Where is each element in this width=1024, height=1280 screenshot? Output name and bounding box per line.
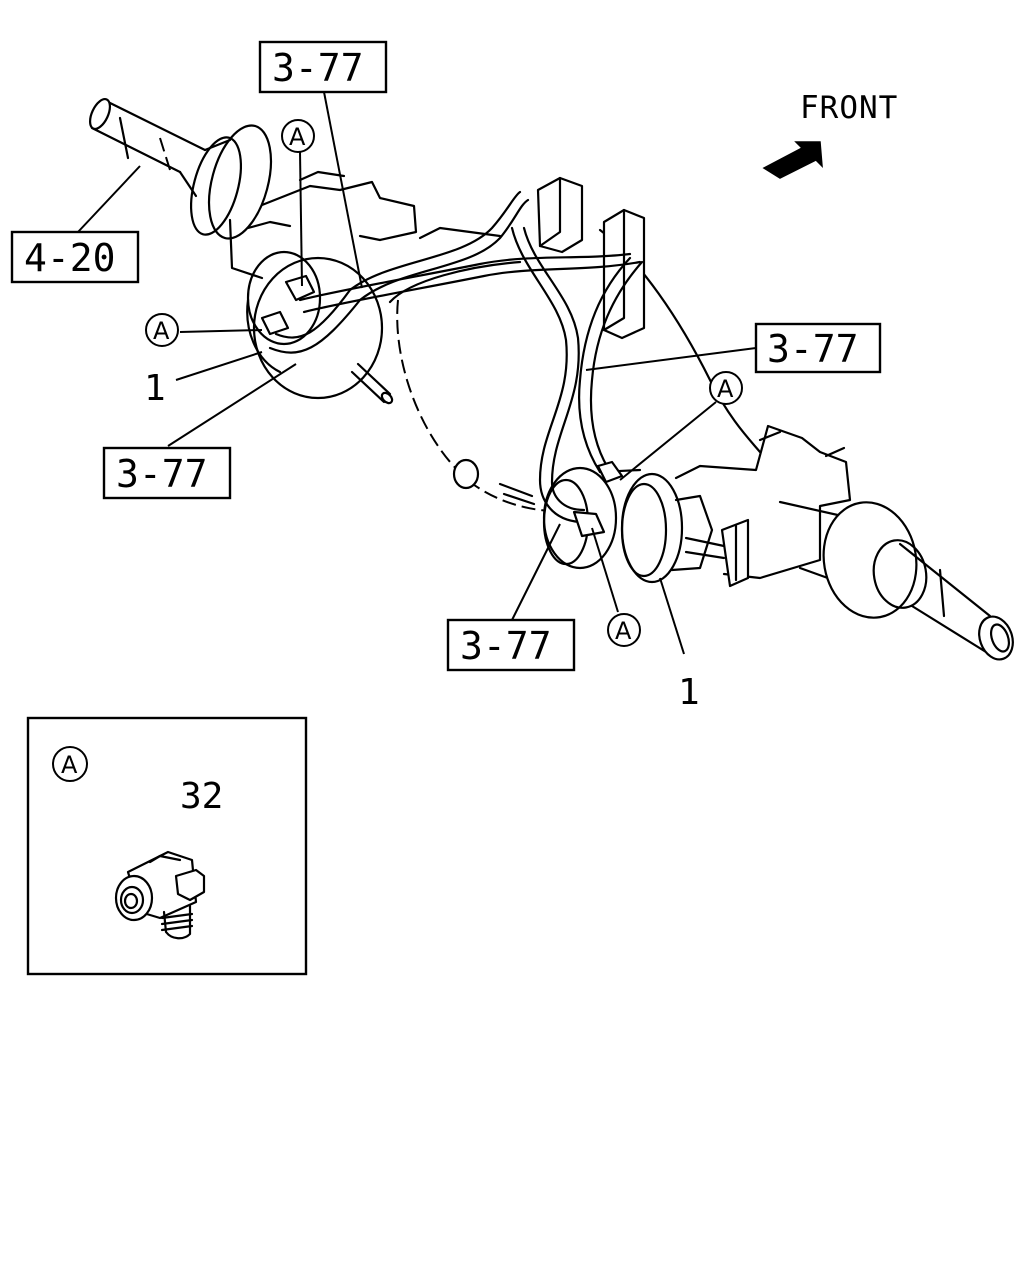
callout-ref-4-20[interactable]: 4-20 [10,230,140,284]
left-axle-shaft [88,98,273,240]
right-axle-housing [498,424,1014,661]
callout-ref-3-77-right[interactable]: 3-77 [754,322,882,374]
part-number-left: 1 [144,368,166,409]
callout-ref-3-77-left[interactable]: 3-77 [102,446,232,500]
callout-ref-3-77-bottom-label: 3-77 [460,624,552,668]
detail-marker-top[interactable]: A [281,119,315,153]
left-axle-housing [228,170,418,405]
part-number-right: 1 [678,672,700,713]
differential-housing [388,176,762,513]
callout-ref-3-77-bottom[interactable]: 3-77 [446,618,576,672]
front-label: FRONT [800,90,898,126]
detail-marker-bottom-label: A [615,617,632,645]
callout-ref-3-77-right-label: 3-77 [767,327,859,371]
front-arrow-icon [762,141,823,179]
callout-ref-3-77-left-label: 3-77 [116,452,208,496]
detail-inset-a: A 32 [26,716,308,976]
breather-hoses [260,190,644,538]
part-number-detail: 32 [180,776,223,817]
front-direction-indicator: FRONT [762,90,898,179]
detail-marker-right[interactable]: A [709,371,743,405]
detail-inset-marker-label: A [61,751,78,779]
detail-marker-left-label: A [153,317,170,345]
detail-marker-top-label: A [289,123,306,151]
callout-ref-4-20-label: 4-20 [24,236,116,280]
elbow-fitting-icon [114,850,206,940]
callout-ref-3-77-top[interactable]: 3-77 [258,40,388,94]
detail-marker-left[interactable]: A [145,313,179,347]
leader-lines [77,91,757,859]
detail-marker-bottom[interactable]: A [607,613,641,647]
callout-ref-3-77-top-label: 3-77 [272,46,364,90]
detail-inset-marker: A [52,746,88,782]
detail-marker-right-label: A [717,375,734,403]
